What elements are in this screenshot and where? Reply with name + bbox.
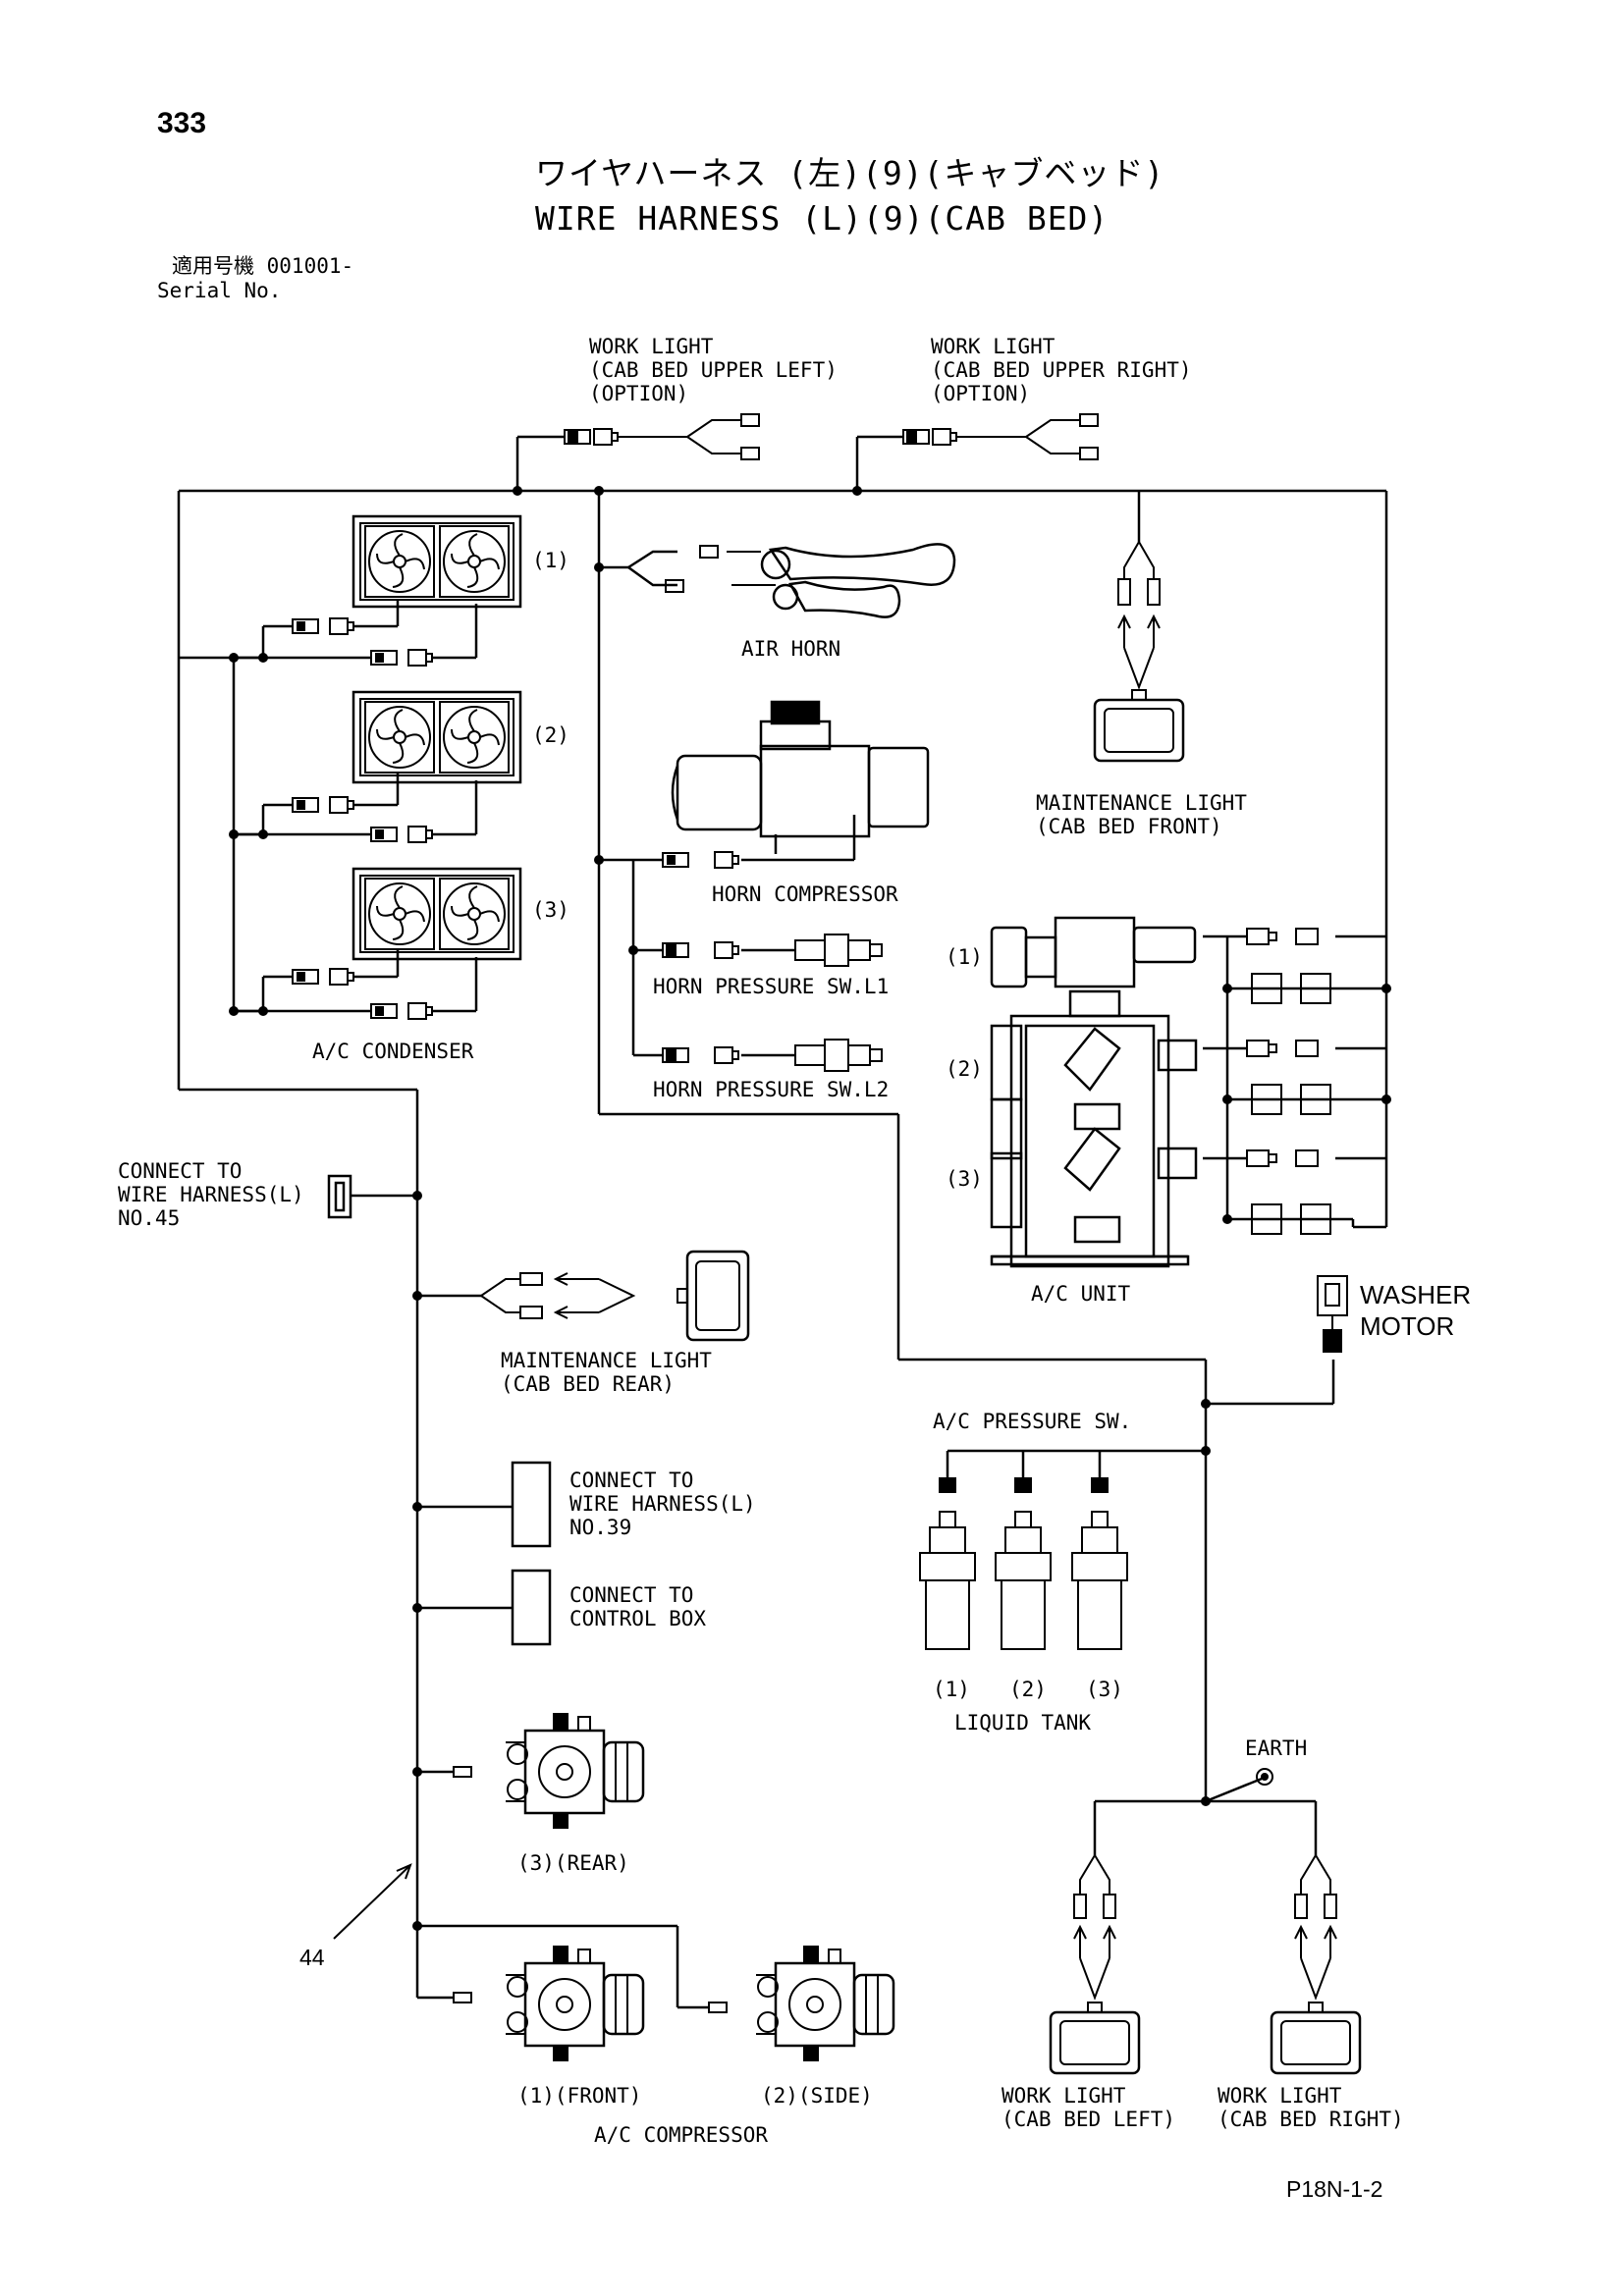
work-light-upper-right-label-1: WORK LIGHT: [931, 335, 1056, 358]
connect-wh45-label-1: CONNECT TO: [118, 1159, 242, 1183]
condenser-number-3: (3): [532, 898, 569, 922]
ac-compressor-front: [453, 1944, 645, 2063]
liquid-tank-label: LIQUID TANK: [954, 1711, 1091, 1735]
condenser-fan-1: [352, 514, 522, 609]
ac-unit-connectors: [1246, 928, 1331, 1235]
page-number: 333: [157, 107, 206, 139]
harness-number: 44: [299, 1945, 325, 1970]
harness-wires: [177, 435, 1388, 2009]
air-horn: [627, 543, 956, 618]
condenser-number-2: (2): [532, 723, 569, 747]
earth-label: EARTH: [1245, 1736, 1307, 1760]
horn-compressor-connector: [662, 851, 739, 869]
washer-motor-label-1: WASHER: [1360, 1280, 1471, 1309]
earth-terminal: [1256, 1768, 1273, 1786]
work-light-upper-right-connector: [902, 413, 1099, 460]
compressor-front-label: (1)(FRONT): [517, 2084, 641, 2108]
work-light-upper-left-label-1: WORK LIGHT: [589, 335, 714, 358]
work-light-left: [1049, 1854, 1141, 2075]
maintenance-light-front: [1093, 541, 1185, 763]
drawing-code: P18N-1-2: [1286, 2176, 1382, 2202]
liquid-tank-2: [995, 1477, 1052, 1650]
serial-english: Serial No.: [157, 279, 281, 302]
work-light-upper-left-label-2: (CAB BED UPPER LEFT): [589, 358, 838, 382]
horn-pressure-switch-l2: [662, 1039, 883, 1072]
washer-motor-label-2: MOTOR: [1360, 1311, 1454, 1341]
compressor-side-label: (2)(SIDE): [761, 2084, 873, 2108]
work-light-right: [1270, 1854, 1362, 2075]
ac-compressor-rear: [453, 1711, 645, 1831]
connect-wh39-box: [511, 1461, 552, 1548]
ac-unit-part-3: (3): [946, 1167, 983, 1191]
ac-unit-part-1: (1): [946, 945, 983, 969]
work-light-upper-right-label-2: (CAB BED UPPER RIGHT): [931, 358, 1192, 382]
maintenance-light-rear-label-1: MAINTENANCE LIGHT: [501, 1349, 712, 1372]
ac-unit: [990, 916, 1198, 1268]
maintenance-light-front-label-2: (CAB BED FRONT): [1036, 815, 1222, 838]
harness-44-pointer: [333, 1863, 412, 1940]
connect-wh45-label-2: WIRE HARNESS(L): [118, 1183, 304, 1206]
horn-pressure-sw-l2-label: HORN PRESSURE SW.L2: [653, 1078, 889, 1101]
ac-unit-label: A/C UNIT: [1031, 1282, 1131, 1306]
liquid-tank-number-3: (3): [1086, 1678, 1123, 1701]
connect-wh45-label-3: NO.45: [118, 1206, 180, 1230]
liquid-tank-number-1: (1): [933, 1678, 970, 1701]
liquid-tank-number-2: (2): [1009, 1678, 1047, 1701]
maintenance-light-rear: [480, 1250, 750, 1342]
work-light-left-label-2: (CAB BED LEFT): [1001, 2108, 1175, 2131]
connect-control-box-label-1: CONNECT TO: [569, 1583, 693, 1607]
condenser-fan-3: [352, 867, 522, 961]
connect-wh45-connector: [327, 1174, 358, 1219]
ac-compressor-label: A/C COMPRESSOR: [594, 2123, 768, 2147]
air-horn-label: AIR HORN: [741, 637, 840, 661]
ac-unit-part-2: (2): [946, 1057, 983, 1081]
title-english: WIRE HARNESS (L)(9)(CAB BED): [535, 199, 1109, 238]
connect-wh39-label-2: WIRE HARNESS(L): [569, 1492, 756, 1516]
ac-pressure-sw-label: A/C PRESSURE SW.: [933, 1410, 1131, 1433]
junction-dots: [229, 486, 1391, 1931]
serial-japanese: 適用号機 001001-: [172, 254, 353, 278]
work-light-upper-right-label-3: (OPTION): [931, 382, 1030, 405]
liquid-tank-3: [1071, 1477, 1128, 1650]
horn-pressure-switch-l1: [662, 934, 883, 967]
maintenance-light-rear-label-2: (CAB BED REAR): [501, 1372, 675, 1396]
connect-control-box-label-2: CONTROL BOX: [569, 1607, 706, 1630]
horn-compressor-label: HORN COMPRESSOR: [712, 882, 898, 906]
work-light-upper-left-connector: [564, 413, 760, 460]
ac-compressor-side: [708, 1944, 895, 2063]
horn-compressor: [671, 700, 930, 854]
work-light-right-label-2: (CAB BED RIGHT): [1218, 2108, 1404, 2131]
washer-motor: [1317, 1275, 1348, 1353]
condenser-number-1: (1): [532, 549, 569, 572]
title-japanese: ワイヤハーネス (左)(9)(キャブベッド): [535, 154, 1164, 192]
work-light-upper-left-label-3: (OPTION): [589, 382, 688, 405]
connect-wh39-label-3: NO.39: [569, 1516, 631, 1539]
condenser-fan-2: [352, 690, 522, 784]
ac-condenser-label: A/C CONDENSER: [312, 1040, 474, 1063]
work-light-left-label-1: WORK LIGHT: [1001, 2084, 1126, 2108]
connect-control-box: [511, 1569, 552, 1646]
liquid-tank-1: [919, 1477, 976, 1650]
connect-wh39-label-1: CONNECT TO: [569, 1468, 693, 1492]
horn-pressure-sw-l1-label: HORN PRESSURE SW.L1: [653, 975, 889, 998]
work-light-right-label-1: WORK LIGHT: [1218, 2084, 1342, 2108]
compressor-rear-label: (3)(REAR): [517, 1851, 629, 1875]
maintenance-light-front-label-1: MAINTENANCE LIGHT: [1036, 791, 1247, 815]
